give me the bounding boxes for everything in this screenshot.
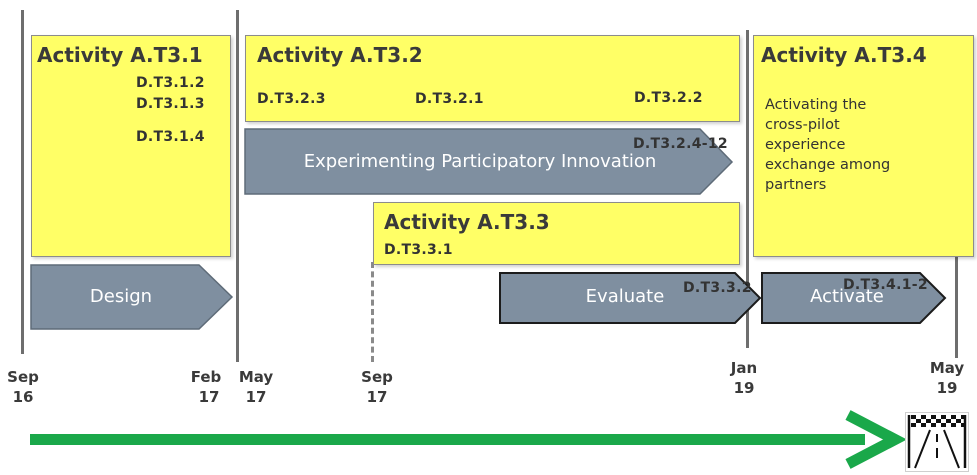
deliverable-label: D.T3.2.4-12 — [633, 136, 728, 152]
activity-box-a34 — [753, 35, 974, 257]
deliverable-label: D.T3.2.1 — [415, 91, 484, 107]
evaluate-phase-label: Evaluate — [585, 286, 665, 307]
experimenting-phase-label: Experimenting Participatory Innovation — [303, 151, 657, 172]
progress-arrow — [30, 410, 907, 469]
activity-title-a32: Activity A.T3.2 — [257, 43, 423, 67]
experimenting-phase-arrow — [244, 128, 734, 195]
activity-box-a31 — [31, 35, 231, 257]
deliverable-label: D.T3.2.2 — [634, 90, 703, 106]
evaluate-phase-arrow — [499, 272, 762, 324]
finish-line-road-icon — [905, 412, 969, 472]
deliverable-label: D.T3.1.4 — [136, 129, 205, 145]
activity-title-a33: Activity A.T3.3 — [384, 210, 550, 234]
deliverable-label: D.T3.1.2 — [136, 75, 205, 91]
milestone-line-sep16 — [21, 10, 24, 354]
deliverable-label: D.T3.4.1-2 — [843, 277, 928, 293]
milestone-line-sep17 — [371, 262, 374, 362]
design-phase-arrow — [30, 264, 234, 330]
deliverable-label: D.T3.1.3 — [136, 96, 205, 112]
activate-phase-label: Activate — [810, 286, 884, 307]
activity-box-a33 — [373, 202, 740, 265]
activity-box-a32 — [245, 35, 740, 122]
deliverable-label: D.T3.2.3 — [257, 91, 326, 107]
design-phase-label: Design — [89, 286, 153, 307]
deliverable-label: D.T3.3.1 — [384, 242, 453, 258]
activity-title-a31: Activity A.T3.1 — [37, 43, 203, 67]
deliverable-label: D.T3.3.2 — [683, 280, 752, 296]
activity-title-a34: Activity A.T3.4 — [761, 43, 927, 67]
activate-phase-arrow — [761, 272, 947, 324]
milestone-line-feb17 — [236, 10, 239, 362]
activity-description-a34: Activating the cross-pilot experience ex… — [765, 97, 891, 193]
milestone-line-jan19 — [746, 30, 749, 348]
